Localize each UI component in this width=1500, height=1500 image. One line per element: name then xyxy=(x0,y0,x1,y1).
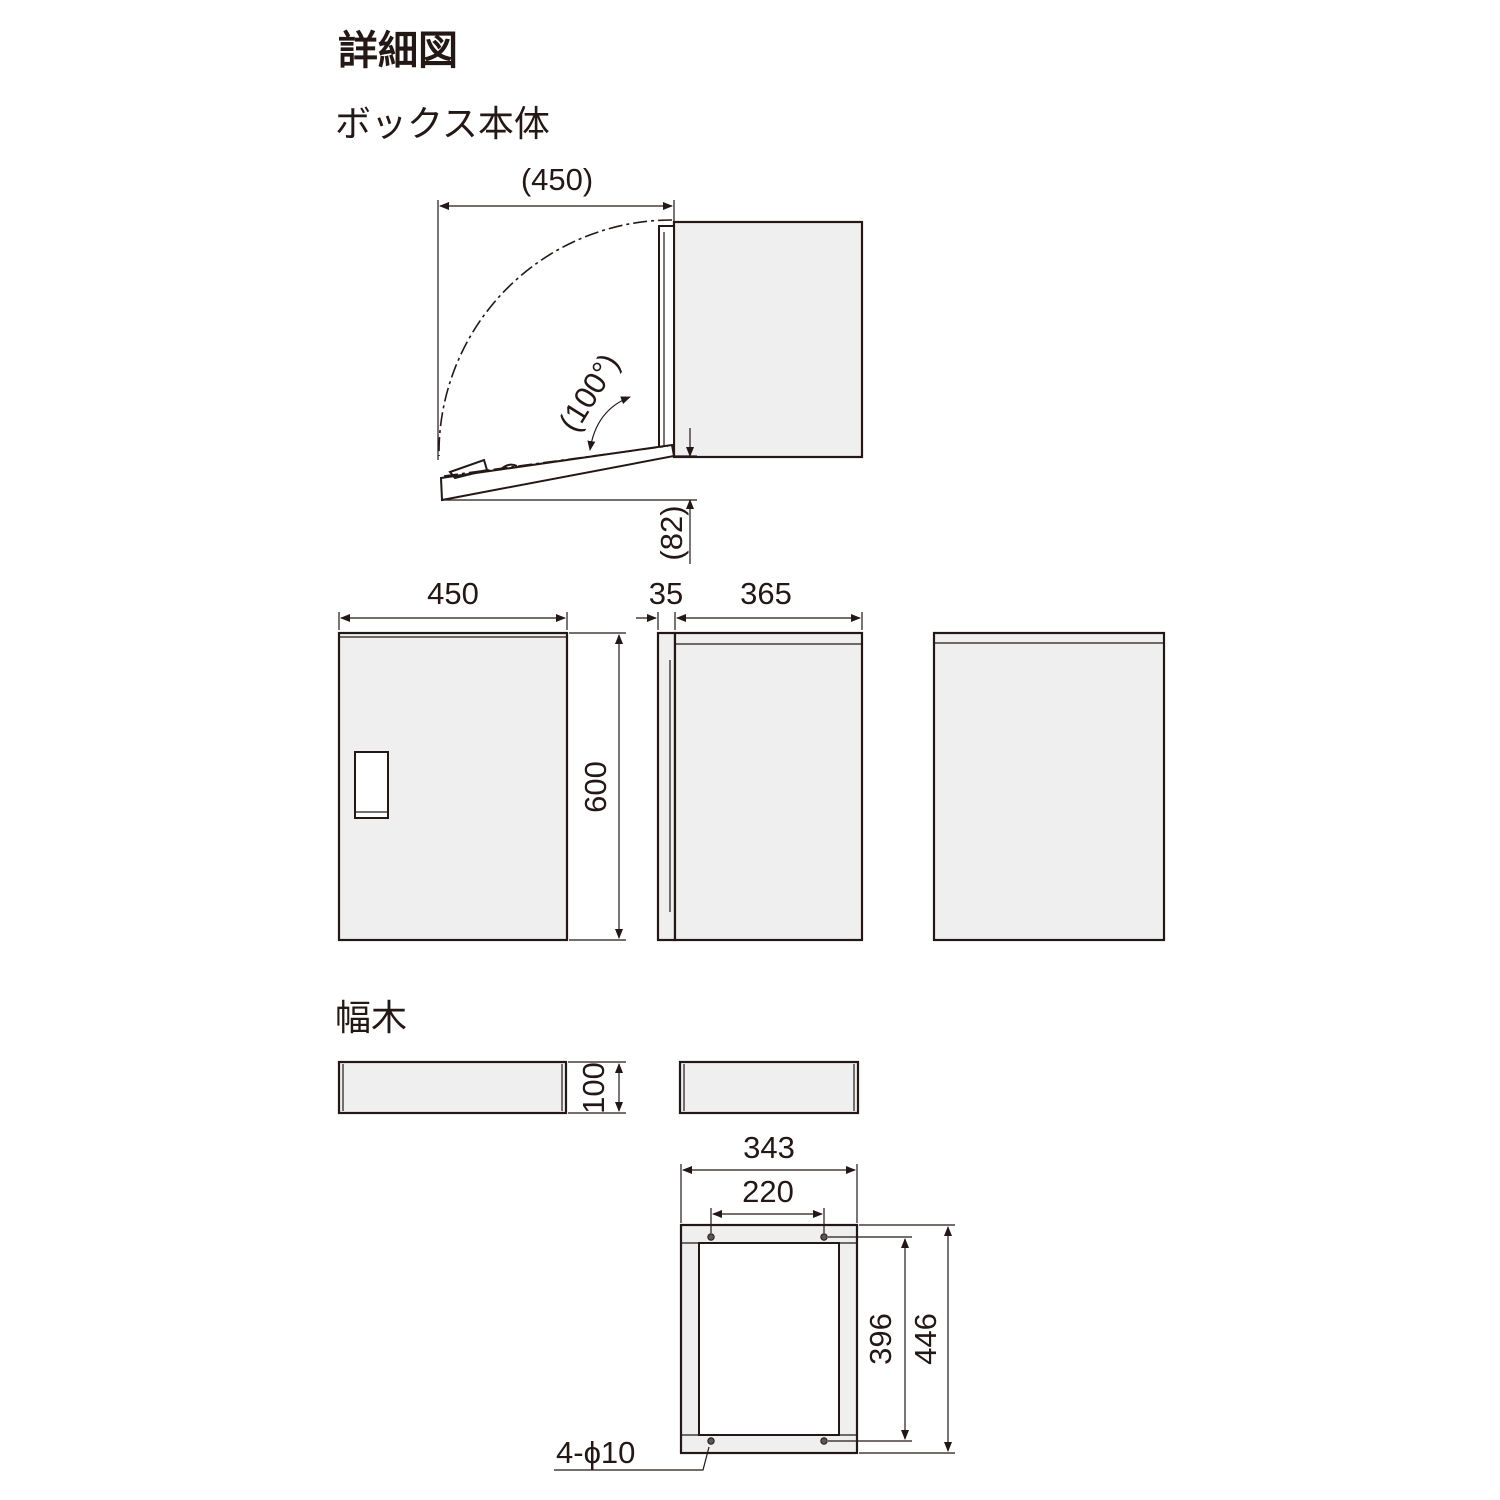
front-view-door xyxy=(337,631,569,942)
dim-front-height-label: 600 xyxy=(578,761,613,813)
dim-open-angle-label: (100°) xyxy=(552,347,627,437)
door-swing-arc xyxy=(438,219,673,457)
plinth-side-view xyxy=(678,1060,860,1115)
plinth-hole xyxy=(707,1437,715,1445)
dim-open-width-label: (450) xyxy=(521,162,593,197)
top-view-door-closed xyxy=(658,225,675,455)
plinth-front xyxy=(337,1060,568,1115)
dim-side-door-label: 35 xyxy=(649,576,683,611)
plinth-top-view: 343 220 396 446 4-ϕ10 xyxy=(554,1130,955,1471)
dim-side-body-label: 365 xyxy=(740,576,792,611)
dim-plinth-holes-label: 4-ϕ10 xyxy=(556,1435,635,1470)
dim-plinth-outer-depth-label: 446 xyxy=(908,1313,943,1365)
plinth-hole xyxy=(820,1233,828,1241)
plinth-front-view: 100 xyxy=(337,1060,626,1115)
plinth-hole xyxy=(820,1437,828,1445)
front-view-handle xyxy=(354,751,389,819)
front-view: 450 600 xyxy=(337,576,626,942)
back-view-body xyxy=(932,631,1166,942)
angle-arc xyxy=(587,396,631,451)
back-view xyxy=(932,631,1166,942)
plinth-top-opening xyxy=(698,1242,840,1436)
side-view: 35 365 xyxy=(636,576,864,942)
dim-plinth-hole-pitch-y-label: 396 xyxy=(863,1313,898,1365)
section-plinth: 幅木 xyxy=(335,998,407,1039)
side-view-door xyxy=(656,631,677,942)
plinth-hole xyxy=(707,1233,715,1241)
dim-plinth-height-label: 100 xyxy=(576,1062,611,1114)
plinth-side xyxy=(678,1060,860,1115)
handle-sketch xyxy=(448,458,489,480)
dim-plinth-outer-width-label: 343 xyxy=(743,1130,795,1165)
top-view-body xyxy=(672,220,864,459)
top-view-open-door: (450) (100°) (82) xyxy=(437,162,864,564)
page-title: 詳細図 xyxy=(338,28,458,74)
section-box-body: ボックス本体 xyxy=(335,104,550,145)
dim-plinth-hole-pitch-x-label: 220 xyxy=(742,1174,794,1209)
dim-front-width-label: 450 xyxy=(427,576,479,611)
hole-leader xyxy=(554,1446,710,1471)
side-view-body xyxy=(673,631,864,942)
dim-open-offset-label: (82) xyxy=(654,505,689,560)
